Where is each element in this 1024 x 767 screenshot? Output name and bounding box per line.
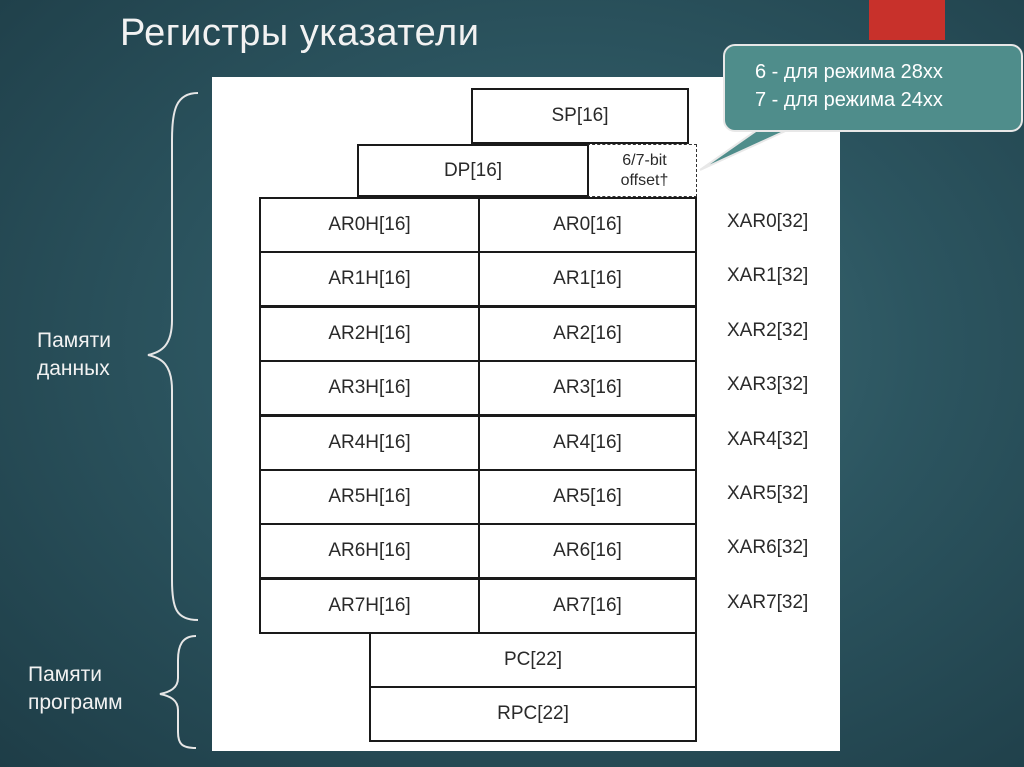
program-memory-brace <box>159 635 197 749</box>
register-xar0: XAR0[32] <box>727 211 809 232</box>
callout-line-28xx: 6 - для режима 28xx <box>755 61 943 83</box>
accent-bar <box>869 0 945 40</box>
register-ar3: AR3[16] <box>478 360 697 416</box>
register-ar7: AR7[16] <box>478 578 697 634</box>
register-ar6h: AR6H[16] <box>259 523 480 579</box>
register-ar3h: AR3H[16] <box>259 360 480 416</box>
data-memory-brace <box>147 92 199 621</box>
register-dp: DP[16] <box>357 144 589 197</box>
register-ar0: AR0[16] <box>478 197 697 253</box>
register-ar5: AR5[16] <box>478 469 697 525</box>
register-rpc: RPC[22] <box>369 686 697 742</box>
register-xar5: XAR5[32] <box>727 483 809 504</box>
program-memory-label: Памяти программ <box>28 663 123 714</box>
register-ar4: AR4[16] <box>478 415 697 471</box>
callout-pointer <box>699 127 793 171</box>
mode-callout: 6 - для режима 28xx 7 - для режима 24xx <box>723 44 1023 132</box>
register-sp: SP[16] <box>471 88 689 144</box>
dp-offset-field: 6/7-bit offset† <box>587 144 697 197</box>
register-xar7: XAR7[32] <box>727 592 809 613</box>
register-xar4: XAR4[32] <box>727 429 809 450</box>
register-ar7h: AR7H[16] <box>259 578 480 634</box>
register-xar2: XAR2[32] <box>727 320 809 341</box>
register-ar6: AR6[16] <box>478 523 697 579</box>
register-ar1h: AR1H[16] <box>259 251 480 307</box>
register-ar5h: AR5H[16] <box>259 469 480 525</box>
register-xar3: XAR3[32] <box>727 374 809 395</box>
data-memory-label: Памяти данных <box>37 329 111 380</box>
register-xar1: XAR1[32] <box>727 265 809 286</box>
register-ar2: AR2[16] <box>478 306 697 362</box>
register-xar6: XAR6[32] <box>727 537 809 558</box>
slide-title: Регистры указатели <box>120 12 480 54</box>
register-ar4h: AR4H[16] <box>259 415 480 471</box>
callout-line-24xx: 7 - для режима 24xx <box>755 89 943 111</box>
callout-pointer-seam <box>762 124 790 130</box>
